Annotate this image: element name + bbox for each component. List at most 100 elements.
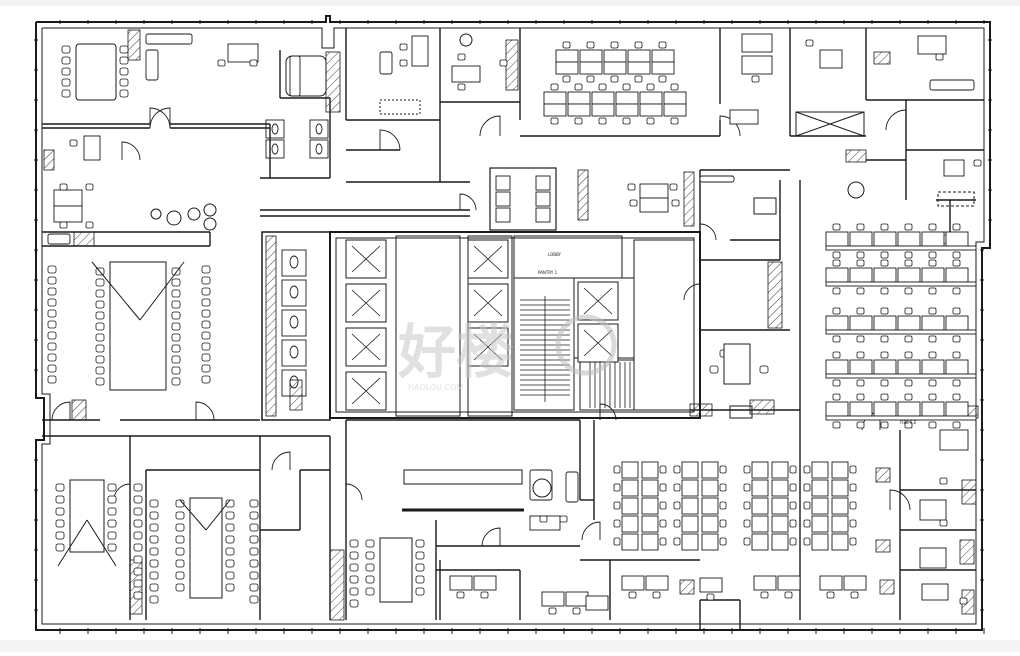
toilet-stall [265, 139, 285, 159]
desk [681, 533, 699, 551]
chair [634, 41, 643, 49]
chair [598, 83, 607, 91]
meeting-chair [365, 551, 375, 560]
desk [771, 515, 789, 533]
meeting-chair [119, 45, 129, 54]
desk [681, 479, 699, 497]
meeting-chair [119, 67, 129, 76]
chair [832, 379, 841, 387]
desk [945, 359, 969, 375]
chair [880, 335, 889, 343]
desk [751, 479, 769, 497]
meeting-chair [225, 511, 235, 520]
hatched-block [679, 579, 695, 595]
chair [850, 591, 859, 599]
meeting-chair [201, 276, 211, 285]
chair [904, 223, 913, 231]
meeting-chair [175, 547, 185, 556]
toilet-stall [281, 279, 307, 307]
meeting-chair [107, 507, 117, 516]
chair [622, 117, 631, 125]
door-swing [51, 401, 71, 421]
chair [59, 183, 68, 191]
meeting-chair [61, 78, 71, 87]
chair [856, 287, 865, 295]
desk [639, 91, 663, 105]
chair [803, 483, 811, 492]
toilet-bowl [315, 123, 323, 135]
desk [751, 533, 769, 551]
meeting-chair [119, 56, 129, 65]
desk [621, 479, 639, 497]
desk [641, 479, 659, 497]
watermark: 好楼 HAOLOU.COM [397, 314, 617, 392]
chair [85, 183, 94, 191]
toilet-bowl [289, 255, 299, 269]
desk [831, 461, 849, 479]
chair [928, 421, 937, 429]
meeting-chair [107, 543, 117, 552]
desk [873, 231, 897, 247]
hatched-block [43, 149, 55, 171]
desk [897, 267, 921, 283]
hatched-block [689, 403, 713, 417]
projector-line [57, 519, 88, 567]
desk [701, 497, 719, 515]
meeting-chair [225, 547, 235, 556]
chair [562, 41, 571, 49]
desk [451, 65, 481, 83]
hatched-block [749, 399, 775, 415]
meeting-chair [175, 583, 185, 592]
door-swing [481, 527, 501, 547]
chair [849, 483, 857, 492]
elevator-cross [473, 289, 503, 317]
desk [945, 315, 969, 331]
meeting-chair [225, 571, 235, 580]
desk [603, 61, 627, 75]
chair [832, 287, 841, 295]
door-swing [683, 283, 701, 301]
toilet-bowl [289, 345, 299, 359]
desk [825, 401, 849, 417]
chair [719, 501, 727, 510]
hatched-block [875, 539, 891, 553]
meeting-chair [171, 311, 181, 320]
elevator-cross [473, 245, 503, 273]
meeting-chair [365, 563, 375, 572]
chair [832, 223, 841, 231]
fixtures [150, 33, 975, 512]
watermark-logo-circle [555, 314, 617, 376]
desk [627, 61, 651, 75]
building-core [261, 167, 701, 421]
desk [83, 135, 101, 161]
desk [591, 103, 615, 117]
desk [771, 479, 789, 497]
chair [935, 53, 944, 61]
chair [659, 519, 667, 528]
chair [789, 465, 797, 474]
desk [945, 231, 969, 247]
toilet-bowl [289, 285, 299, 299]
chair [673, 465, 681, 474]
meeting-chair [133, 531, 143, 540]
door-swing [581, 521, 601, 541]
perimeter-ticks [34, 20, 992, 634]
desk [627, 49, 651, 63]
desk [53, 189, 83, 207]
door-swing [885, 109, 907, 131]
meeting-chair [365, 539, 375, 548]
chair [856, 393, 865, 401]
meeting-chair [55, 531, 65, 540]
meeting-chair [107, 519, 117, 528]
chair [805, 39, 814, 47]
chair [751, 75, 760, 83]
meeting-chair [249, 583, 259, 592]
desk [741, 33, 773, 53]
meeting-chair [349, 575, 359, 584]
meeting-chair [415, 551, 425, 560]
meeting-chair [55, 483, 65, 492]
meeting-chair [133, 591, 143, 600]
desk [621, 497, 639, 515]
chair [628, 591, 637, 599]
